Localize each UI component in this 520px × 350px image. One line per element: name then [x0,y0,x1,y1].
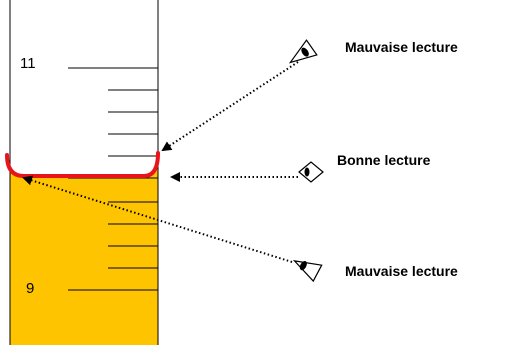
scale-label-11: 11 [20,55,36,72]
eye-icon [288,39,318,64]
eye-icon [292,260,323,283]
scale-label-9: 9 [26,280,34,297]
liquid-column [10,160,158,345]
eye-icon [298,161,324,183]
sight-line-top [161,61,299,152]
meniscus-curve [5,151,160,178]
label-good-reading: Bonne lecture [337,152,431,168]
sight-line-bottom [22,175,293,263]
graduation-marks [68,67,158,291]
label-bad-reading-bottom: Mauvaise lecture [345,263,458,279]
label-bad-reading-top: Mauvaise lecture [345,39,458,55]
